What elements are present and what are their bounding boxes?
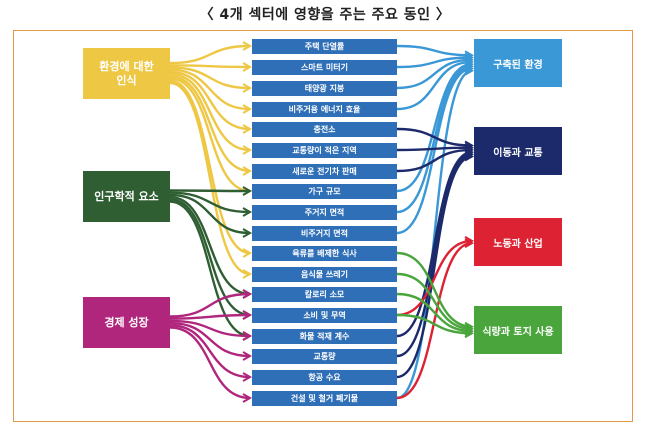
factor-box: 육류를 배제한 식사	[252, 246, 397, 261]
driver-link	[169, 313, 251, 320]
sector-link	[396, 44, 473, 57]
sector-box: 식량과 토지 사용	[474, 306, 562, 354]
arrowhead	[242, 166, 253, 176]
driver-link	[169, 66, 251, 90]
factor-box: 비주거지 면적	[252, 226, 397, 241]
arrowhead	[464, 151, 475, 162]
sector-link	[396, 146, 473, 152]
sector-box: 이동과 교통	[474, 127, 562, 175]
arrowhead	[242, 269, 253, 279]
driver-link	[169, 79, 251, 255]
arrowhead	[242, 248, 253, 258]
arrowhead	[242, 372, 253, 382]
factor-box: 항공 수요	[252, 370, 397, 385]
driver-link	[169, 70, 251, 131]
factor-box: 태양광 지붕	[252, 81, 397, 96]
arrowhead	[242, 186, 253, 196]
factor-box: 화물 적재 계수	[252, 329, 397, 344]
sector-box: 구축된 환경	[474, 39, 562, 87]
factor-box: 주택 단열률	[252, 39, 397, 54]
factor-box: 스마트 미터기	[252, 60, 397, 75]
factor-box: 교통량이 적은 지역	[252, 143, 397, 158]
factor-box: 음식물 쓰레기	[252, 267, 397, 282]
arrowhead	[464, 238, 475, 248]
driver-link	[169, 321, 251, 358]
factor-box: 비주거용 에너지 효율	[252, 102, 397, 117]
driver-link	[169, 198, 251, 317]
driver-link	[169, 68, 251, 111]
arrowhead	[464, 328, 475, 339]
driver-link	[169, 292, 251, 318]
sector-link	[396, 62, 473, 193]
sector-link	[396, 150, 473, 338]
driver-link	[169, 324, 251, 379]
driver-link	[169, 326, 251, 400]
sector-link	[396, 292, 473, 333]
sector-link	[396, 148, 473, 173]
sector-link	[396, 241, 473, 400]
driver-link	[169, 189, 251, 193]
factor-box: 충전소	[252, 122, 397, 137]
driver-link	[169, 64, 251, 69]
sector-link	[396, 127, 473, 147]
arrowhead	[242, 393, 253, 403]
driver-link	[169, 77, 251, 193]
sector-link	[396, 313, 473, 335]
factor-box: 새로운 전기차 판매	[252, 164, 397, 179]
factor-box: 주거지 면적	[252, 205, 397, 220]
arrowhead	[242, 289, 253, 299]
arrowhead	[242, 145, 253, 155]
sector-link	[396, 60, 473, 111]
driver-box: 경제 성장	[83, 297, 170, 348]
driver-box: 인구학적 요소	[83, 171, 170, 222]
sector-link	[396, 67, 473, 235]
arrowhead	[242, 83, 253, 93]
factor-box: 가구 규모	[252, 184, 397, 199]
sector-link	[396, 155, 473, 379]
arrowhead	[242, 228, 253, 238]
factor-box: 소비 및 무역	[252, 308, 397, 323]
sector-box: 노동과 산업	[474, 218, 562, 266]
driver-link	[169, 191, 251, 214]
arrowhead	[242, 351, 253, 361]
arrowhead	[242, 41, 253, 51]
arrowhead	[464, 65, 475, 76]
driver-link	[169, 319, 251, 338]
driver-link	[169, 193, 251, 235]
driver-box: 환경에 대한 인식	[83, 48, 170, 99]
factor-box: 건설 및 철거 폐기물	[252, 391, 397, 406]
arrowhead	[242, 104, 253, 114]
sector-link	[396, 65, 473, 214]
sector-link	[396, 69, 473, 400]
arrowhead	[242, 310, 253, 320]
arrowhead	[242, 331, 253, 341]
factor-box: 교통량	[252, 349, 397, 364]
sector-link	[396, 153, 473, 358]
sector-link	[396, 56, 473, 69]
diagram-frame	[13, 30, 633, 422]
driver-link	[169, 195, 251, 296]
driver-link	[169, 200, 251, 338]
driver-link	[169, 75, 251, 173]
factor-box: 칼로리 소모	[252, 287, 397, 302]
arrowhead	[242, 62, 253, 72]
arrowhead	[242, 124, 253, 134]
sector-link	[396, 251, 473, 328]
sector-link	[396, 58, 473, 90]
arrowhead	[242, 207, 253, 217]
sector-link	[396, 272, 473, 331]
driver-link	[169, 72, 251, 152]
sector-link	[396, 239, 473, 317]
diagram-title: 〈 4개 섹터에 영향을 주는 주요 동인 〉	[199, 7, 451, 23]
driver-link	[169, 44, 251, 65]
driver-link	[169, 81, 251, 276]
